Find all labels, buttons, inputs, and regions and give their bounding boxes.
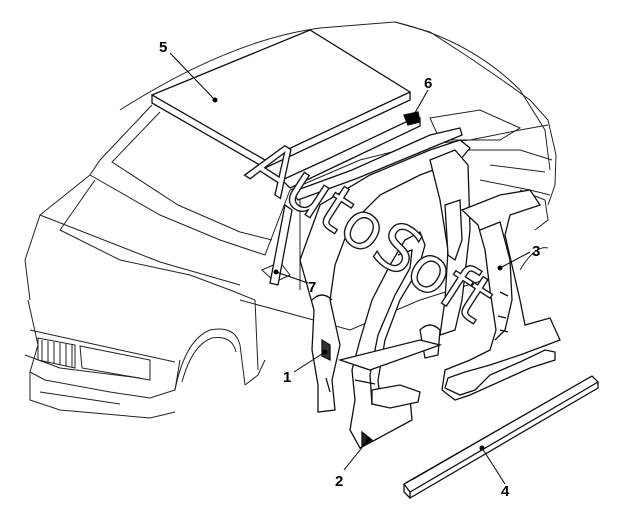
callout-labels: 5 6 3 7 1 2 4 (159, 39, 540, 500)
leader-line-6 (411, 89, 429, 119)
leader-dot-2 (365, 437, 371, 443)
sill-panel-part (403, 375, 600, 500)
leader-dot-5 (212, 97, 218, 103)
roof-rail-part (280, 111, 463, 201)
leader-dot-6 (409, 115, 415, 121)
b-pillar-part (349, 231, 426, 449)
callout-2: 2 (335, 473, 343, 490)
rear-pillar-part (441, 189, 561, 401)
leader-line-5 (169, 52, 216, 101)
leader-lines (169, 52, 531, 485)
callout-5: 5 (159, 39, 167, 56)
leader-dot-4 (479, 445, 485, 451)
callout-1: 1 (283, 369, 291, 386)
roof-panel-part (150, 29, 412, 169)
a-pillar-trim-part (269, 203, 293, 286)
leader-dot-1 (322, 349, 328, 355)
leader-line-4 (481, 447, 506, 485)
leader-dot-3 (497, 265, 503, 271)
callout-7: 7 (308, 279, 316, 296)
leader-line-2 (343, 439, 369, 471)
leader-line-3 (499, 251, 531, 269)
callout-3: 3 (532, 243, 540, 260)
callout-6: 6 (424, 75, 432, 92)
inner-frame-part (337, 149, 471, 409)
callout-4: 4 (501, 483, 510, 500)
leader-line-7 (275, 271, 309, 284)
leader-line-1 (293, 351, 326, 373)
leader-dot-7 (273, 269, 279, 275)
front-pillar-part (299, 139, 471, 413)
